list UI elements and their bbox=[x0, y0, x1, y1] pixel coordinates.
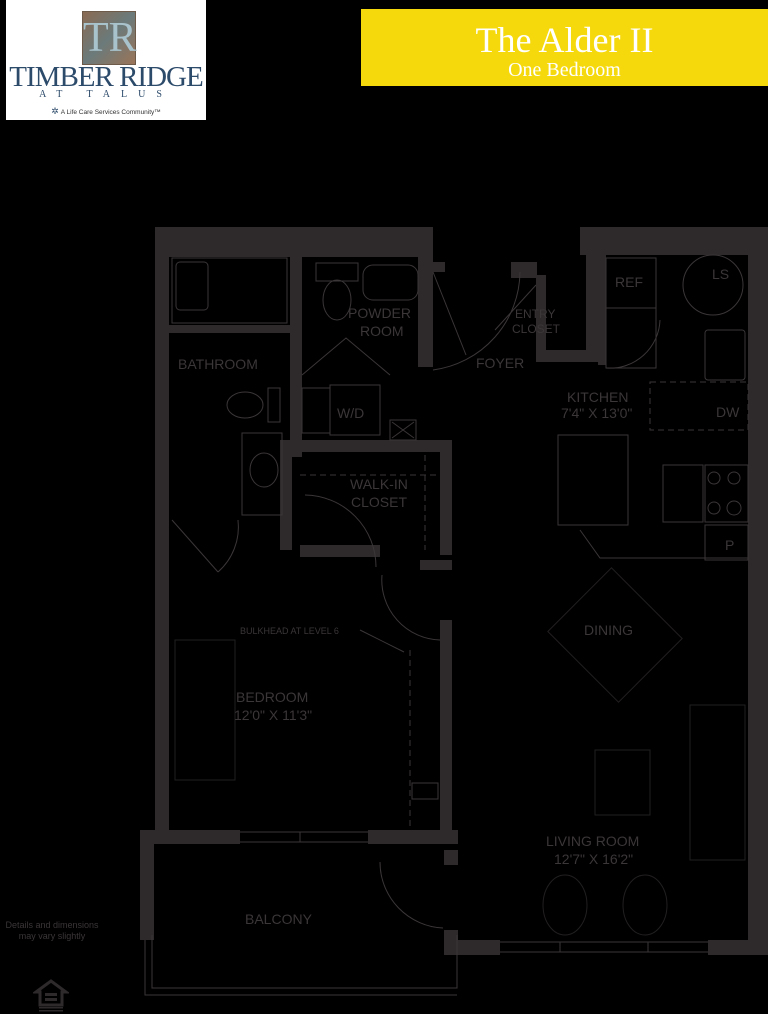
logo-subtitle: AT TALUS bbox=[39, 89, 173, 100]
room-label-powder-2: ROOM bbox=[360, 323, 404, 339]
room-label-powder-1: POWDER bbox=[348, 305, 411, 321]
room-label-walkin-2: CLOSET bbox=[351, 494, 408, 510]
room-dim-kitchen: 7'4" X 13'0" bbox=[561, 405, 633, 421]
logo-tagline: ✲A Life Care Services Community™ bbox=[51, 106, 161, 116]
room-label-kitchen: KITCHEN bbox=[567, 389, 629, 405]
furniture-outlines bbox=[174, 567, 746, 936]
community-logo: TR TIMBER RIDGE AT TALUS ✲A Life Care Se… bbox=[6, 0, 206, 120]
room-dim-bedroom: 12'0" X 11'3" bbox=[234, 707, 313, 723]
room-label-balcony: BALCONY bbox=[245, 911, 312, 927]
equal-housing-icon bbox=[33, 979, 69, 1012]
monogram-icon: TR bbox=[82, 11, 137, 65]
appliance-label-pantry: P bbox=[725, 537, 735, 553]
room-label-foyer: FOYER bbox=[476, 355, 525, 371]
room-label-walkin-1: WALK-IN bbox=[350, 476, 408, 492]
logo-name: TIMBER RIDGE bbox=[9, 61, 203, 93]
appliance-label-ls: LS bbox=[712, 266, 730, 282]
appliance-label-dw: DW bbox=[716, 404, 740, 420]
room-label-wd: W/D bbox=[337, 405, 365, 421]
annotation-bulkhead: BULKHEAD AT LEVEL 6 bbox=[240, 626, 339, 636]
lcs-star-icon: ✲ bbox=[51, 106, 59, 116]
walls bbox=[140, 227, 768, 955]
plan-title-banner: The Alder II One Bedroom bbox=[361, 9, 768, 86]
room-label-bathroom: BATHROOM bbox=[178, 356, 258, 372]
room-label-living: LIVING ROOM bbox=[546, 833, 640, 849]
room-dim-living: 12'7" X 16'2" bbox=[554, 851, 634, 867]
disclaimer: Details and dimensions may vary slightly bbox=[5, 920, 99, 941]
fixtures bbox=[144, 254, 749, 996]
room-label-entry-2: CLOSET bbox=[512, 322, 561, 336]
plan-subtitle: One Bedroom bbox=[508, 59, 621, 81]
plan-title: The Alder II bbox=[475, 20, 654, 60]
room-label-dining: DINING bbox=[584, 622, 633, 638]
room-label-entry-1: ENTRY bbox=[515, 307, 556, 321]
appliance-label-ref: REF bbox=[615, 274, 643, 290]
room-label-bedroom: BEDROOM bbox=[236, 689, 309, 705]
